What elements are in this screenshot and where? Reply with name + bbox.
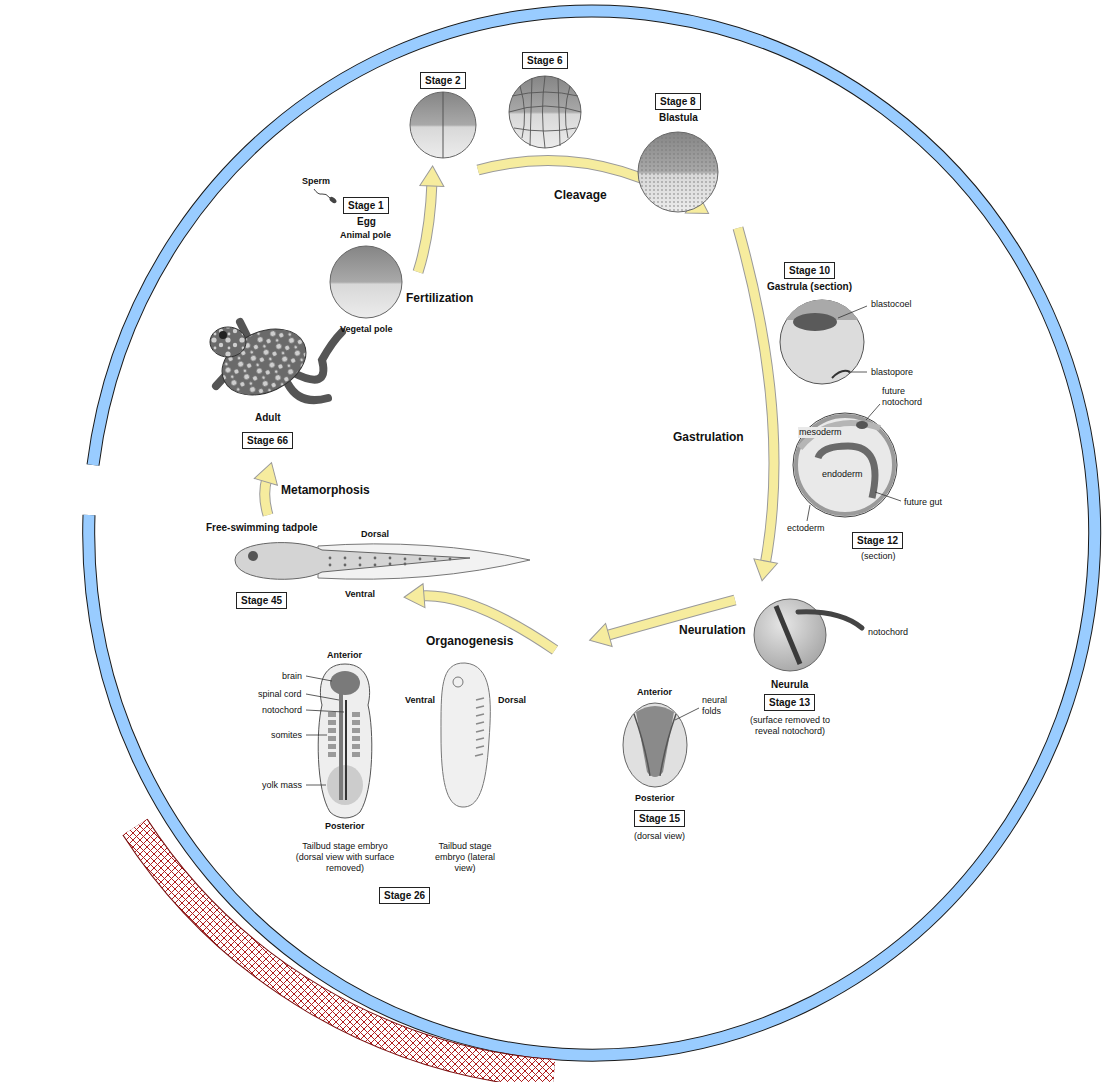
part-label: Adult: [255, 412, 281, 424]
part-label: Tailbud stage embryo (lateral view): [429, 841, 501, 873]
stage-box: Stage 13: [764, 694, 815, 711]
part-label: Posterior: [325, 821, 365, 832]
part-label: ectoderm: [787, 523, 825, 534]
part-label: Neurula: [771, 679, 808, 691]
part-label: Free-swimming tadpole: [206, 522, 318, 534]
neurula: [754, 599, 862, 671]
stage-number: Stage 8: [660, 96, 696, 107]
egg: [330, 246, 402, 318]
part-label: somites: [271, 730, 302, 741]
stage-number: Stage 45: [241, 595, 282, 606]
part-label: yolk mass: [262, 780, 302, 791]
part-label: Dorsal: [498, 695, 526, 706]
cleaving-embryo: [509, 76, 581, 148]
tailbud-lateral-embryo: [441, 663, 490, 807]
stage-number: Stage 10: [789, 265, 830, 276]
stage-number: Stage 13: [769, 697, 810, 708]
tadpole: [235, 543, 530, 580]
part-label: Blastula: [659, 112, 698, 124]
part-label: notochord: [868, 627, 908, 638]
phase-label: Neurulation: [679, 623, 746, 637]
part-label: Vegetal pole: [340, 324, 393, 335]
part-label: endoderm: [821, 469, 864, 480]
stage-box: Stage 10: [784, 262, 835, 279]
part-label: Posterior: [635, 793, 675, 804]
part-label: Tailbud stage embryo (dorsal view with s…: [290, 841, 400, 873]
neural-plate-embryo: [623, 703, 699, 787]
stage-box: Stage 2: [420, 72, 466, 89]
part-label: future notochord: [882, 386, 932, 408]
stage-box: Stage 45: [236, 592, 287, 609]
stage-box: Stage 15: [634, 810, 685, 827]
part-label: Gastrula (section): [767, 281, 852, 293]
phase-label: Gastrulation: [673, 430, 744, 444]
two-cell-embryo: [410, 92, 476, 158]
stage-number: Stage 26: [384, 890, 425, 901]
stage-number: Stage 66: [247, 435, 288, 446]
part-label: brain: [282, 671, 302, 682]
late-gastrula-section: [793, 404, 901, 521]
hatched-band: [135, 827, 554, 1074]
stage-box: Stage 6: [522, 52, 568, 69]
part-label: Animal pole: [340, 230, 391, 241]
stage-box: Stage 66: [242, 432, 293, 449]
part-label: Ventral: [345, 589, 375, 600]
part-label: blastocoel: [871, 299, 912, 310]
part-label: mesoderm: [798, 427, 843, 438]
part-label: Ventral: [405, 695, 435, 706]
stage-number: Stage 2: [425, 75, 461, 86]
part-label: Anterior: [637, 687, 672, 698]
phase-label: Metamorphosis: [281, 483, 370, 497]
phase-arrows: [265, 161, 774, 650]
gastrula-section: [780, 300, 867, 384]
part-label: (section): [861, 551, 896, 562]
part-label: future gut: [904, 497, 942, 508]
part-label: blastopore: [871, 367, 913, 378]
sperm: [314, 189, 338, 204]
part-label: Sperm: [302, 176, 330, 187]
stage-number: Stage 1: [348, 200, 384, 211]
stage-number: Stage 12: [857, 535, 898, 546]
stage-box: Stage 8: [655, 93, 701, 110]
stage-number: Stage 6: [527, 55, 563, 66]
part-label: Egg: [357, 216, 376, 228]
blastula: [638, 132, 718, 212]
part-label: notochord: [262, 705, 302, 716]
tailbud-dorsal-embryo: [306, 664, 372, 818]
part-label: (dorsal view): [634, 831, 685, 842]
stage-box: Stage 1: [343, 197, 389, 214]
part-label: Dorsal: [361, 529, 389, 540]
part-label: spinal cord: [258, 689, 302, 700]
phase-label: Organogenesis: [426, 634, 513, 648]
part-label: (surface removed to reveal notochord): [744, 715, 836, 737]
stage-number: Stage 15: [639, 813, 680, 824]
stage-box: Stage 12: [852, 532, 903, 549]
phase-label: Fertilization: [406, 291, 473, 305]
part-label: Anterior: [327, 650, 362, 661]
cycle-ring: [89, 11, 1095, 1055]
adult-frog: [210, 316, 342, 408]
stage-box: Stage 26: [379, 887, 430, 904]
part-label: neural folds: [702, 695, 742, 717]
phase-label: Cleavage: [554, 188, 607, 202]
